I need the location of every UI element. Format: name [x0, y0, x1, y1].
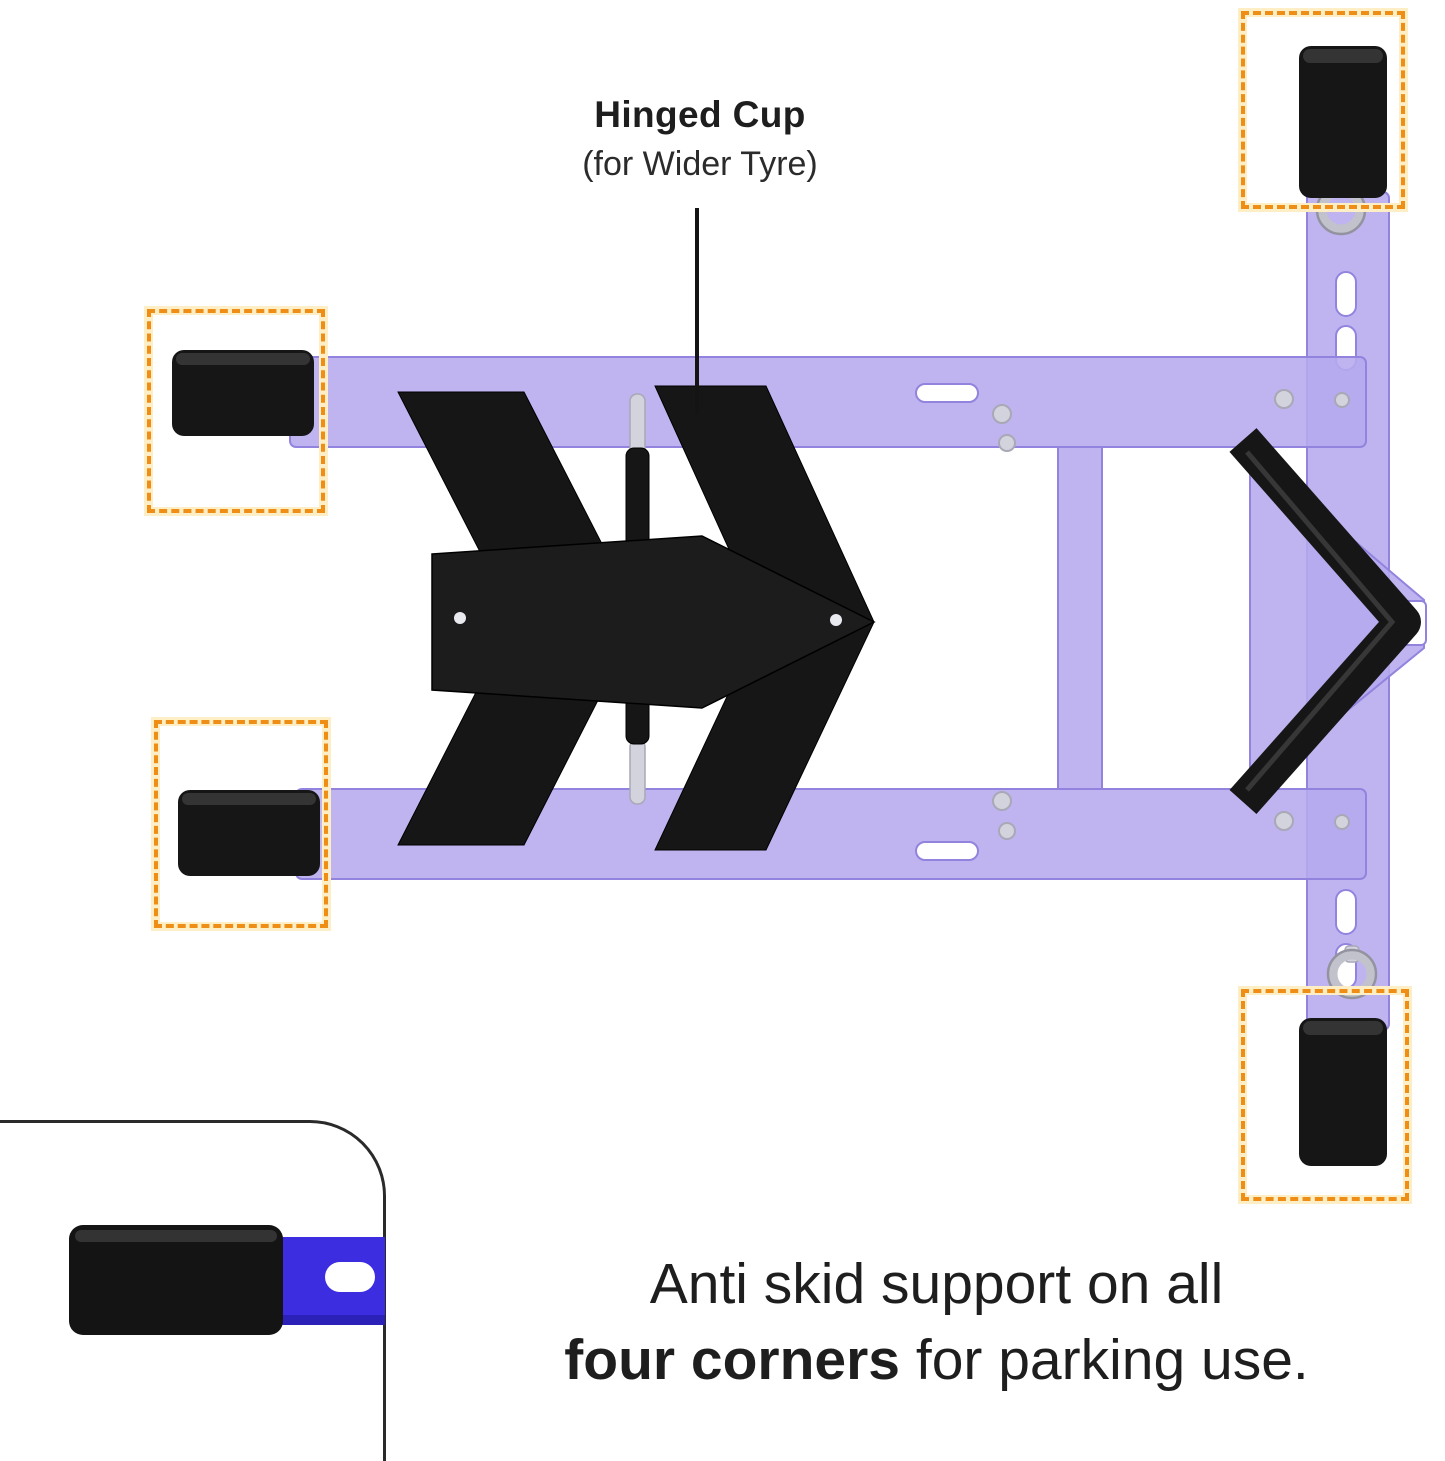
frame-crossmember: [1057, 446, 1103, 790]
arm-slot: [325, 1262, 375, 1292]
hinge-rod-bottom: [629, 739, 646, 805]
caption-bold: four corners: [564, 1328, 901, 1393]
v-cradle-highlight: [1245, 450, 1396, 792]
bolt: [992, 791, 1012, 811]
anti-skid-foot-left-upper: [172, 350, 314, 436]
hinged-cup-assembly: [397, 385, 876, 851]
cup-base-plate: [431, 535, 876, 709]
caption-rest: for parking use.: [900, 1328, 1309, 1393]
plate-hole: [830, 614, 842, 626]
foot-bevel: [1303, 1021, 1383, 1035]
bolt: [1334, 392, 1350, 408]
ring-edge: [1326, 948, 1378, 1000]
foot-body: [1299, 1018, 1387, 1166]
caption-line-2: four corners for parking use.: [428, 1322, 1445, 1398]
hinged-cup-subtitle: (for Wider Tyre): [582, 145, 818, 183]
foot-bevel: [182, 793, 316, 805]
caption-line-1: Anti skid support on all: [649, 1252, 1224, 1316]
hinged-cup-title: Hinged Cup: [594, 94, 806, 135]
rail-slot: [1335, 889, 1357, 935]
foot-bevel: [176, 353, 310, 365]
v-cradle-band: [1229, 428, 1421, 814]
bolt: [1334, 814, 1350, 830]
bolt: [1274, 811, 1294, 831]
cradle-pocket-panel: [1249, 449, 1425, 793]
anti-skid-foot-bottom-right: [1299, 1018, 1387, 1166]
plate-hole: [454, 612, 466, 624]
anti-skid-foot-top-right: [1299, 46, 1387, 198]
rail-slot: [915, 841, 979, 861]
wheel-cradle-v: [1229, 428, 1421, 814]
foot-body: [172, 350, 314, 436]
foot-bevel: [1303, 49, 1383, 63]
anti-skid-foot-closeup: [69, 1225, 283, 1335]
caption: Anti skid support on all four corners fo…: [428, 1246, 1445, 1399]
rail-slot: [1335, 271, 1357, 317]
bolt: [998, 822, 1016, 840]
foot-body: [178, 790, 320, 876]
bolt: [1274, 389, 1294, 409]
bolt: [998, 434, 1016, 452]
frame-arm-blue: [275, 1237, 385, 1325]
hinged-cup-label: Hinged Cup (for Wider Tyre): [400, 94, 1000, 184]
anti-skid-foot-left-lower: [178, 790, 320, 876]
inset-detail: [0, 1120, 386, 1461]
bolt: [992, 404, 1012, 424]
foot-body: [1299, 46, 1387, 198]
rail-slot: [915, 383, 979, 403]
